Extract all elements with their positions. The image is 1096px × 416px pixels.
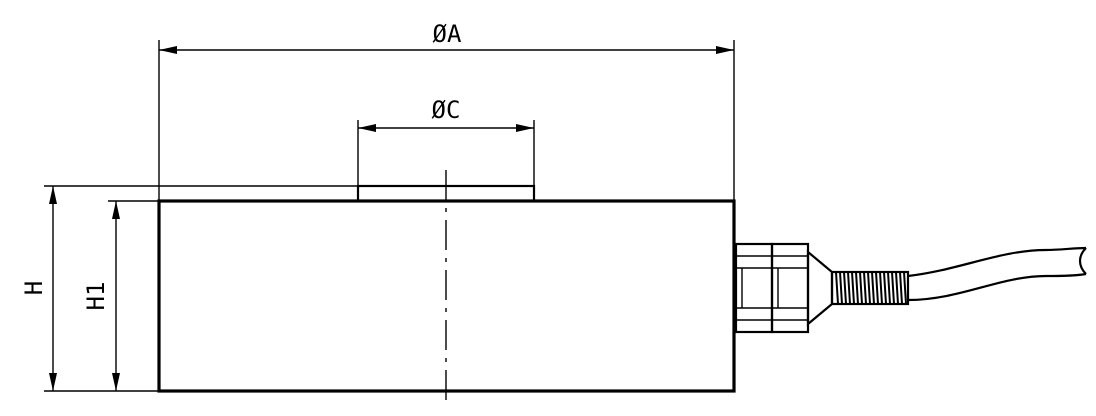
arrow-h-top [49, 186, 57, 204]
gland-cone [806, 249, 834, 327]
dimension-h: H [20, 185, 358, 392]
spring-coil [851, 271, 855, 305]
spring-coil [843, 271, 847, 305]
dimension-h1-label: H1 [82, 282, 110, 311]
spring-coil [839, 271, 843, 305]
spring-coil [847, 271, 851, 305]
strain-relief-coils [835, 271, 907, 305]
arrow-c-left [358, 124, 376, 132]
arrow-a-left [159, 46, 177, 54]
spring-coil [859, 271, 863, 305]
spring-coil [863, 271, 867, 305]
spring-coil [879, 271, 883, 305]
spring-coil [871, 271, 875, 305]
spring-coil [891, 271, 895, 305]
dimension-c: ØC [357, 96, 535, 186]
dimension-h1: H1 [82, 200, 159, 391]
arrow-c-right [516, 124, 534, 132]
dimension-h-label: H [20, 281, 48, 295]
dimension-a: ØA [158, 20, 735, 200]
dimension-a-label: ØA [433, 20, 462, 48]
spring-coil [875, 271, 879, 305]
spring-coil [867, 271, 871, 305]
cable-gland [734, 242, 910, 334]
spring-coil [855, 271, 859, 305]
cable-top-edge [907, 246, 1087, 278]
spring-coil [883, 271, 887, 305]
arrow-h-bottom [49, 373, 57, 391]
arrow-h1-top [112, 201, 120, 219]
spring-coil [895, 271, 899, 305]
arrow-a-right [716, 46, 734, 54]
cable-bottom-edge [907, 272, 1087, 302]
spring-coil [835, 271, 839, 305]
cable-end [1078, 247, 1087, 275]
spring-coil [899, 271, 903, 305]
spring-coil [903, 271, 907, 305]
arrow-h1-bottom [112, 373, 120, 391]
spring-coil [887, 271, 891, 305]
dimension-c-label: ØC [432, 96, 461, 124]
